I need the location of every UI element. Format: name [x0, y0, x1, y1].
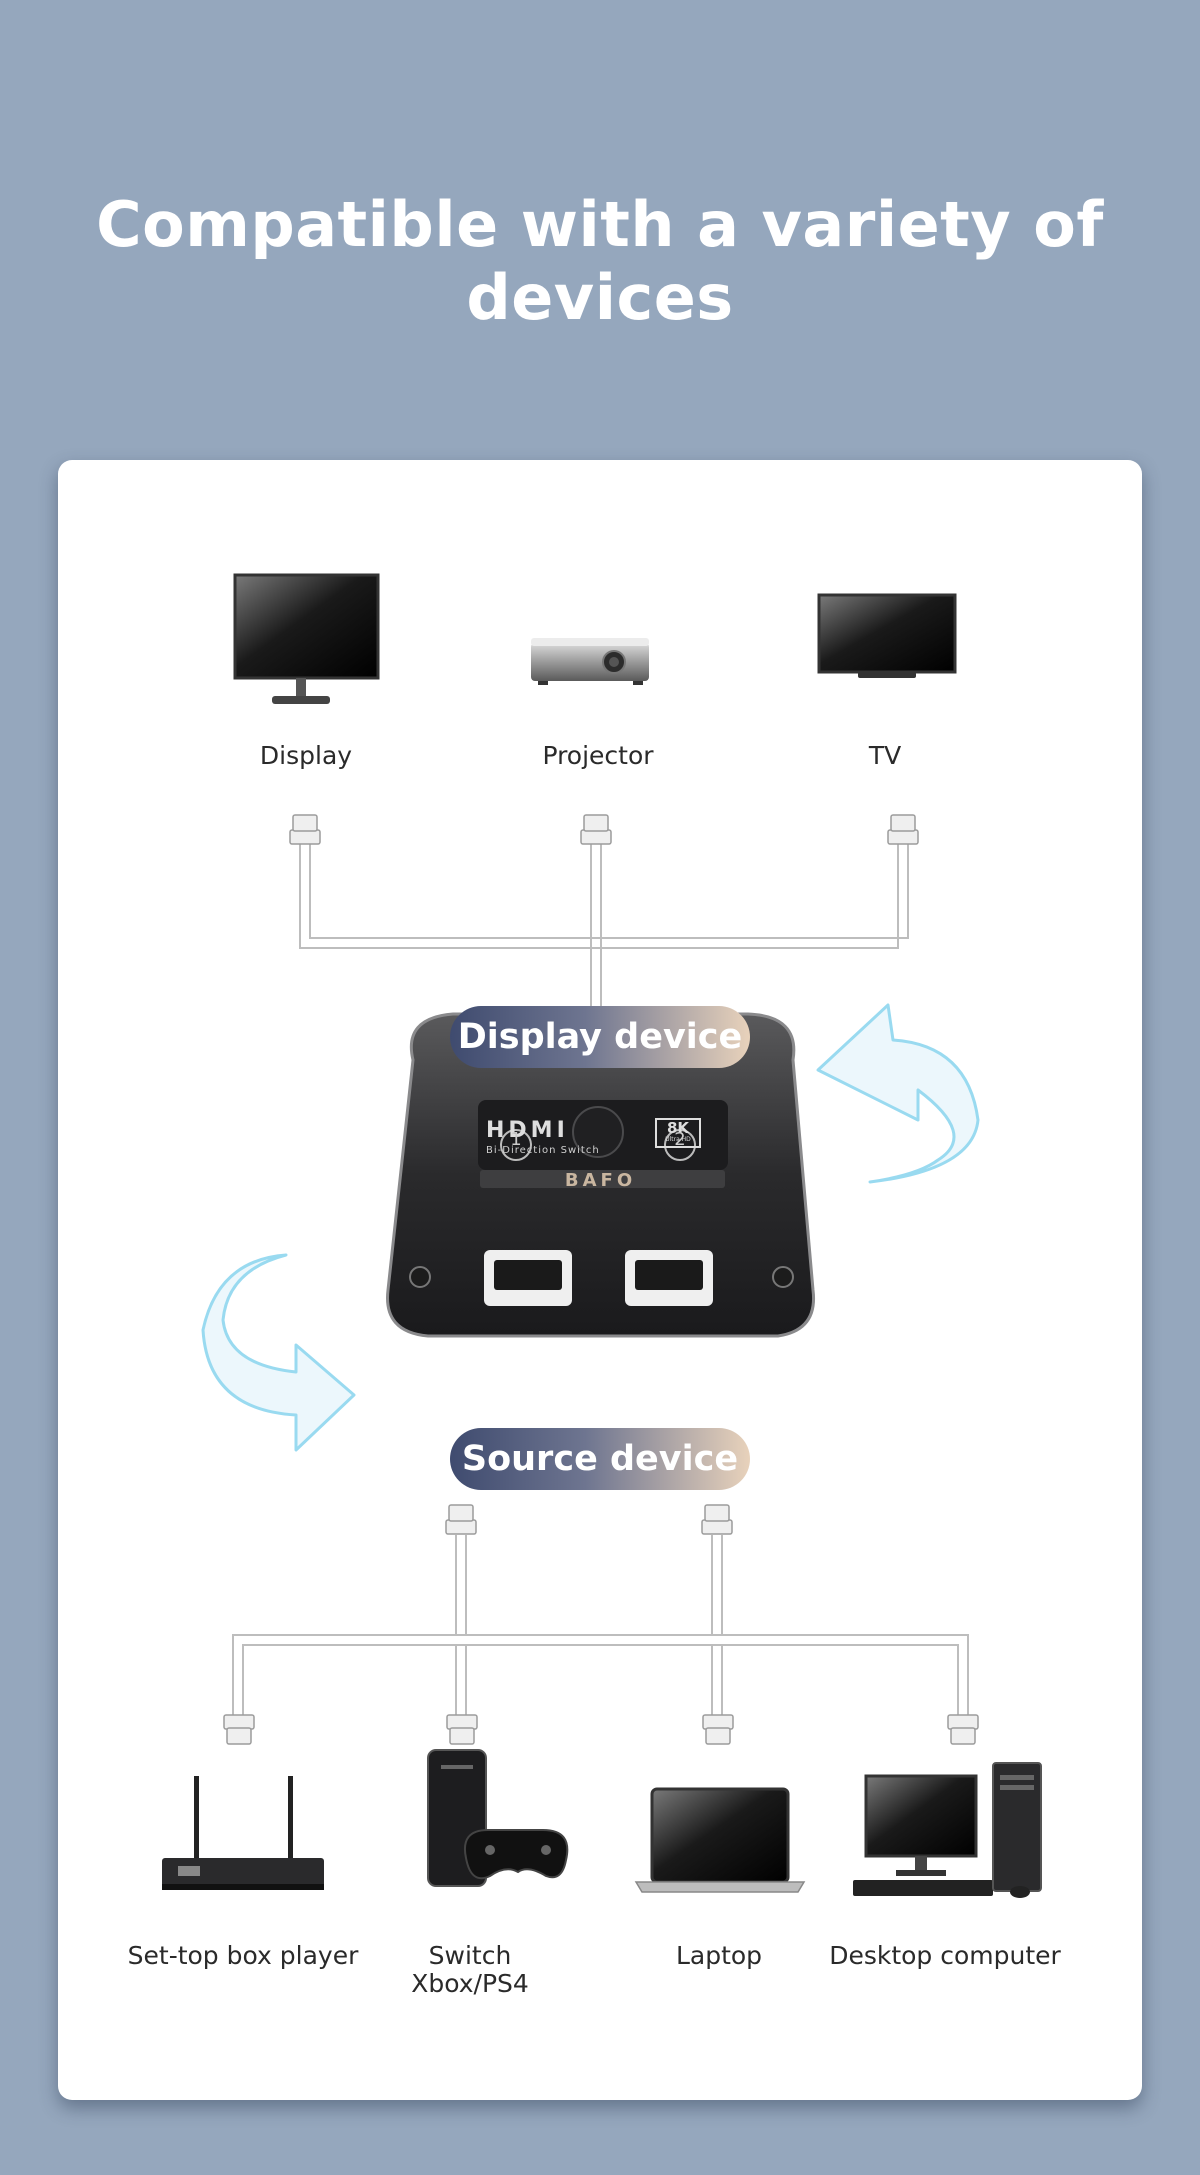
- monitor-icon: [233, 573, 380, 704]
- tv-label: TV: [868, 741, 902, 770]
- port-2-label: 2: [674, 1129, 686, 1150]
- switch-subtitle: Bi-Direction Switch: [486, 1145, 600, 1156]
- curved-arrow-icon: [201, 1253, 356, 1452]
- curved-arrow-icon: [816, 1003, 980, 1184]
- projector-label: Projector: [542, 741, 654, 770]
- hdmi-connector-icon: [289, 814, 919, 845]
- port-1-label: 1: [510, 1129, 522, 1150]
- source-cables: [232, 1535, 969, 1715]
- connection-diagram: [162, 573, 1042, 1898]
- display-cables: [299, 840, 909, 1010]
- laptop-icon: [634, 1787, 806, 1893]
- desktop-computer-label: Desktop computer: [829, 1941, 1061, 1970]
- hdmi-connector-icon: [223, 1504, 979, 1745]
- laptop-label: Laptop: [675, 1941, 763, 1970]
- brand-name: BAFO: [564, 1170, 637, 1191]
- source-device-pill: Source device: [450, 1428, 750, 1490]
- resolution-badge: 8K Ultra HD: [655, 1118, 701, 1148]
- hdmi-logo: HDMI: [486, 1118, 569, 1143]
- display-label: Display: [259, 741, 353, 770]
- router-icon: [162, 1776, 324, 1890]
- tv-icon: [817, 593, 957, 678]
- page-title: Compatible with a variety of devices: [96, 188, 1104, 334]
- display-device-pill: Display device: [450, 1006, 750, 1068]
- device-compatibility-panel: Display Projector TV Display device Sour…: [58, 460, 1142, 2100]
- desktop-computer-icon: [853, 1762, 1042, 1898]
- set-top-box-label: Set-top box player: [127, 1941, 359, 1970]
- hdmi-switch-device: [386, 1012, 816, 1338]
- game-console-icon: [427, 1749, 569, 1887]
- projector-icon: [531, 638, 649, 685]
- game-console-label: Switch Xbox/PS4: [411, 1941, 529, 1998]
